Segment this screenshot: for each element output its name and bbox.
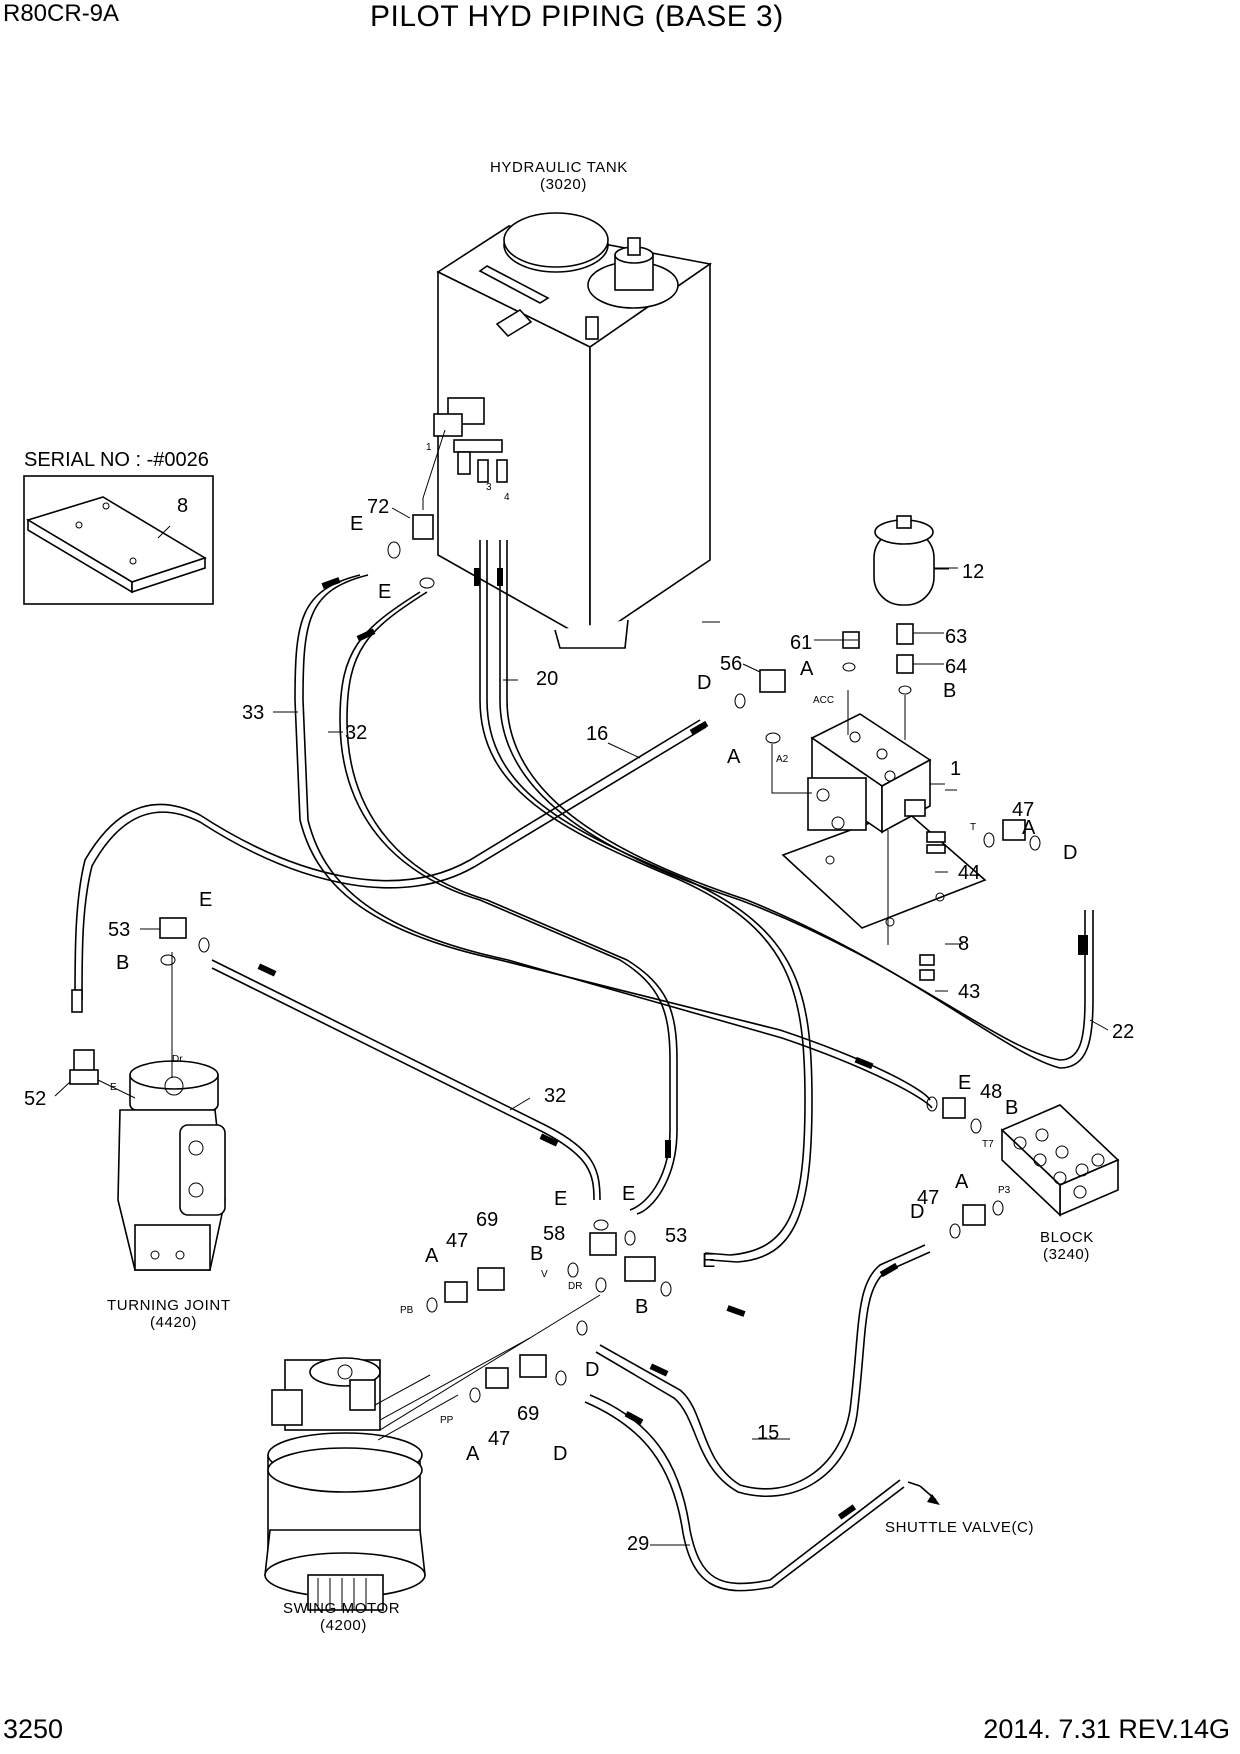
- letter-b-2: B: [116, 952, 129, 974]
- letter-a-1: A: [800, 658, 814, 680]
- part-48-label: 48: [980, 1081, 1002, 1103]
- port-4-label: 4: [504, 492, 510, 503]
- part-63-label: 63: [945, 626, 967, 648]
- letter-d-1: D: [697, 672, 711, 694]
- page-title: PILOT HYD PIPING (BASE 3): [370, 0, 784, 33]
- part-44-label: 44: [958, 862, 980, 884]
- letter-b-5: B: [635, 1296, 648, 1318]
- letter-d-5: D: [553, 1443, 567, 1465]
- pb-port-label: PB: [400, 1305, 414, 1316]
- part-22-label: 22: [1112, 1021, 1134, 1043]
- part-47-label-4: 47: [488, 1428, 510, 1450]
- letter-b-3: B: [1005, 1097, 1018, 1119]
- port-3-label: 3: [486, 482, 492, 493]
- part-8-label-2: 8: [958, 933, 969, 955]
- shuttle-valve-label: SHUTTLE VALVE(C): [885, 1519, 1034, 1536]
- part-12-label: 12: [962, 561, 984, 583]
- letter-a-3: A: [1022, 817, 1036, 839]
- leader-lines: [54, 507, 1109, 1546]
- hose-fittings: [71, 568, 1088, 1520]
- letter-a-2: A: [727, 746, 741, 768]
- letter-d-4: D: [585, 1359, 599, 1381]
- hoses: [74, 540, 1094, 1592]
- valve-block: ACC A2 T: [771, 690, 987, 981]
- hydraulic-tank: 1 3 4 HYDRAULIC TANK (3020): [422, 159, 713, 649]
- part-64-label: 64: [945, 656, 967, 678]
- block-3240: T7 P3 BLOCK (3240): [982, 1104, 1120, 1263]
- turning-joint: Dr E TURNING JOINT (4420): [69, 952, 231, 1331]
- turning-joint-code: (4420): [150, 1314, 197, 1331]
- letter-e-1: E: [350, 513, 363, 535]
- t7-port-label: T7: [982, 1139, 994, 1150]
- serial-box: 8: [23, 475, 214, 605]
- hydraulic-tank-code: (3020): [540, 176, 587, 193]
- swing-motor-label: SWING MOTOR: [283, 1600, 400, 1617]
- letter-b-4: B: [530, 1243, 543, 1265]
- revision-date: 2014. 7.31 REV.14G: [983, 1714, 1230, 1744]
- letter-b-1: B: [943, 680, 956, 702]
- block-label: BLOCK: [1040, 1229, 1094, 1246]
- part-56-label: 56: [720, 653, 742, 675]
- t-port-label: T: [970, 822, 976, 833]
- part-43-label: 43: [958, 981, 980, 1003]
- part-8-label: 8: [177, 495, 188, 517]
- serial-number-note: SERIAL NO : -#0026: [24, 449, 209, 471]
- dr-port-label: Dr: [172, 1054, 183, 1065]
- swing-motor-code: (4200): [320, 1617, 367, 1634]
- letter-d-2: D: [1063, 842, 1077, 864]
- letter-e-3: E: [199, 889, 212, 911]
- part-32-label: 32: [345, 722, 367, 744]
- letter-e-5: E: [554, 1188, 567, 1210]
- part-69-label: 69: [476, 1209, 498, 1231]
- pp-port-label: PP: [440, 1415, 454, 1426]
- part-15-label: 15: [757, 1422, 779, 1444]
- letter-a-6: A: [466, 1443, 480, 1465]
- part-1-label: 1: [950, 758, 961, 780]
- letter-e-7: E: [702, 1250, 715, 1272]
- part-47-label-3: 47: [446, 1230, 468, 1252]
- letter-e-4: E: [958, 1072, 971, 1094]
- part-16-label: 16: [586, 723, 608, 745]
- part-69-label-2: 69: [517, 1403, 539, 1425]
- acc-port-label: ACC: [813, 695, 834, 706]
- accumulator: [814, 515, 958, 674]
- e-port-label: E: [110, 1082, 117, 1093]
- part-52-label: 52: [24, 1088, 46, 1110]
- p3-port-label: P3: [998, 1185, 1011, 1196]
- swing-motor: PB PP V DR SWING MOTOR (4200): [264, 1269, 601, 1634]
- part-53-label-2: 53: [665, 1225, 687, 1247]
- block-code: (3240): [1043, 1246, 1090, 1263]
- dr-port-label-2: DR: [568, 1281, 582, 1292]
- model-number: R80CR-9A: [3, 0, 120, 27]
- page-number: 3250: [3, 1714, 64, 1744]
- v-port-label: V: [541, 1269, 548, 1280]
- letter-labels: E E D A B A A D E B E B A D E E B E B A …: [116, 513, 1077, 1465]
- part-58-label: 58: [543, 1223, 565, 1245]
- letter-a-4: A: [955, 1171, 969, 1193]
- part-53-label: 53: [108, 919, 130, 941]
- letter-e-2: E: [378, 581, 391, 603]
- turning-joint-label: TURNING JOINT: [107, 1297, 231, 1314]
- part-29-label: 29: [627, 1533, 649, 1555]
- part-47-label-2: 47: [917, 1187, 939, 1209]
- part-labels: 1 8 12 15 16 20 22 29 32 32 33 43 44 47 …: [24, 496, 1134, 1555]
- part-33-label: 33: [242, 702, 264, 724]
- letter-a-5: A: [425, 1245, 439, 1267]
- part-32-label-2: 32: [544, 1085, 566, 1107]
- fittings: [159, 514, 1041, 1403]
- letter-e-6: E: [622, 1183, 635, 1205]
- port-1-label: 1: [426, 442, 432, 453]
- part-47-label: 47: [1012, 799, 1034, 821]
- part-61-label: 61: [790, 632, 812, 654]
- letter-d-3: D: [910, 1201, 924, 1223]
- part-72-label: 72: [367, 496, 389, 518]
- part-20-label: 20: [536, 668, 558, 690]
- hydraulic-tank-label: HYDRAULIC TANK: [490, 159, 628, 176]
- a2-port-label: A2: [776, 754, 789, 765]
